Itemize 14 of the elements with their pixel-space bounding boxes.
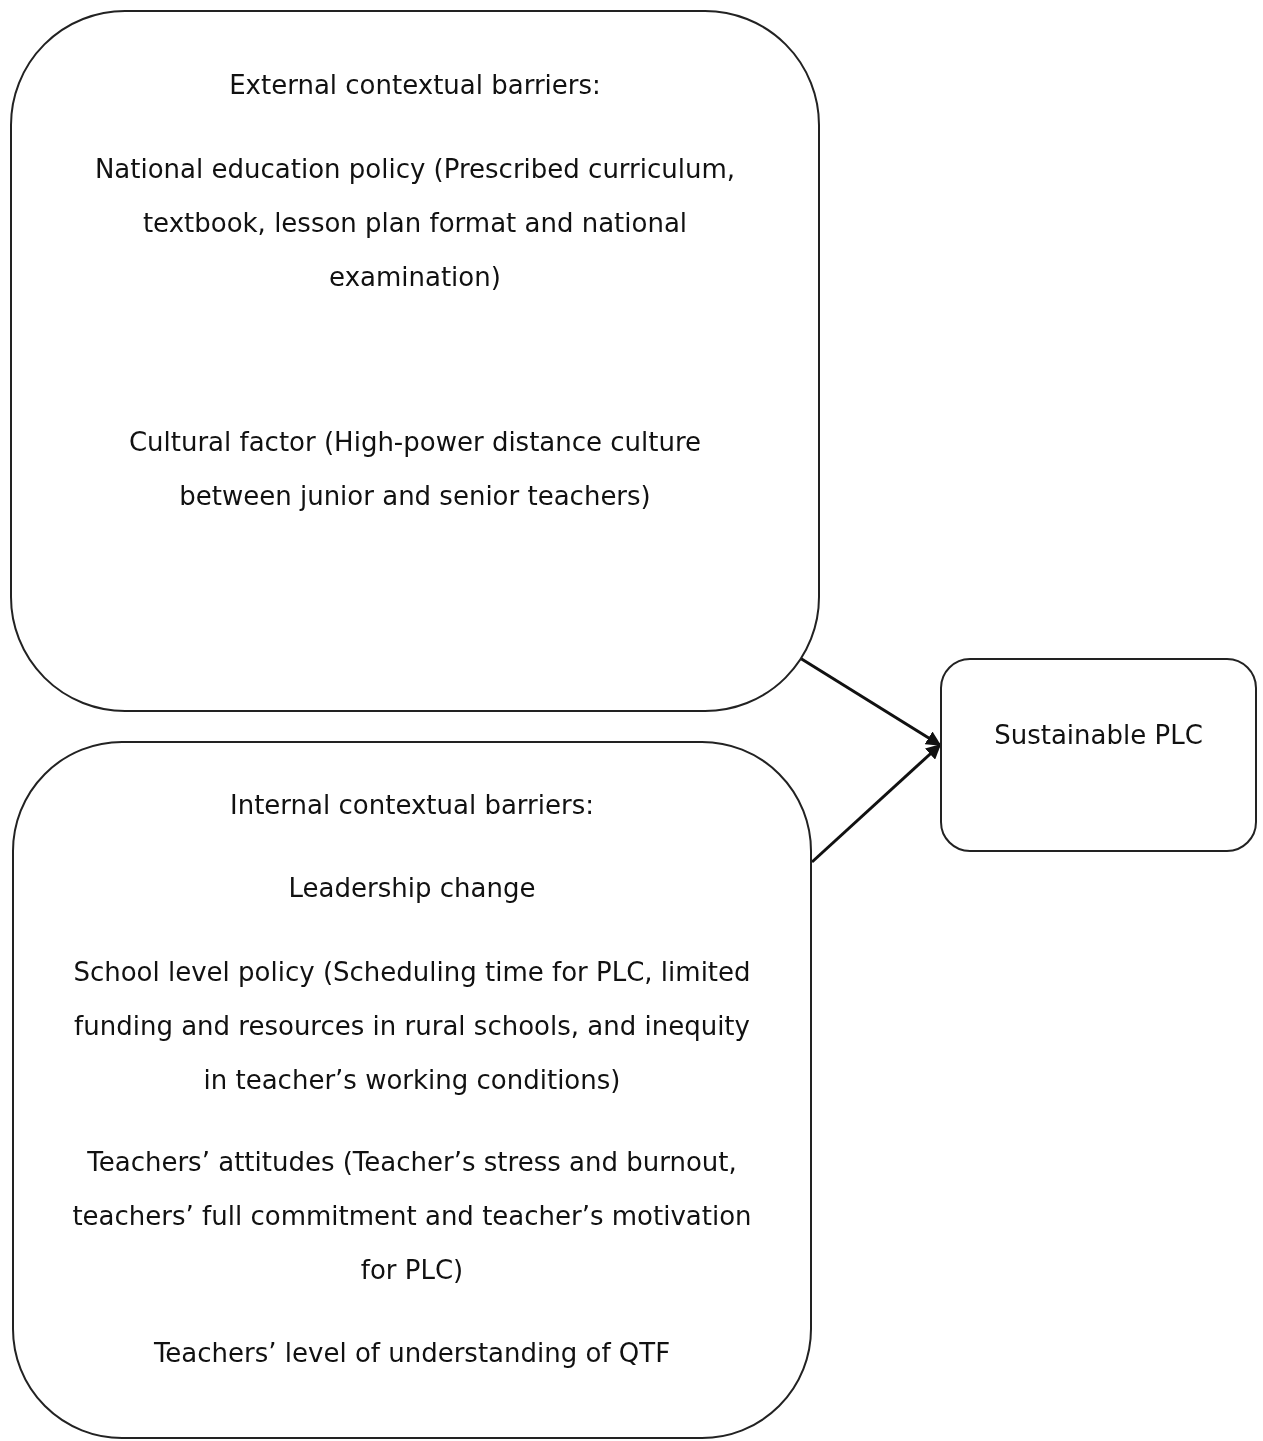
barrier-box [10, 10, 820, 712]
barrier-box [12, 741, 812, 1439]
box-text: Sustainable PLC [993, 719, 1204, 752]
box-text: Teachers’ level of understanding of QTF [152, 1337, 672, 1370]
arrow [799, 656, 942, 747]
box-text: Leadership change [287, 872, 537, 905]
box-text: Cultural factor (High-power distance culture between junior and senior teachers) [127, 426, 703, 513]
box-text: Teachers’ attitudes (Teacher’s stress and burnout, teachers’ full commitment and teacher’s motivation for PLC) [71, 1146, 753, 1287]
outcome-box [940, 658, 1257, 852]
box-heading: Internal contextual barriers: [229, 789, 595, 822]
box-text: School level policy (Scheduling time for PLC, limited funding and resources in rural schools, and inequity in teacher’s working conditions) [72, 956, 752, 1097]
box-heading: External contextual barriers: [228, 69, 602, 102]
arrow [811, 743, 942, 864]
box-text: National education policy (Prescribed curriculum, textbook, lesson plan format and national examination) [93, 153, 737, 294]
